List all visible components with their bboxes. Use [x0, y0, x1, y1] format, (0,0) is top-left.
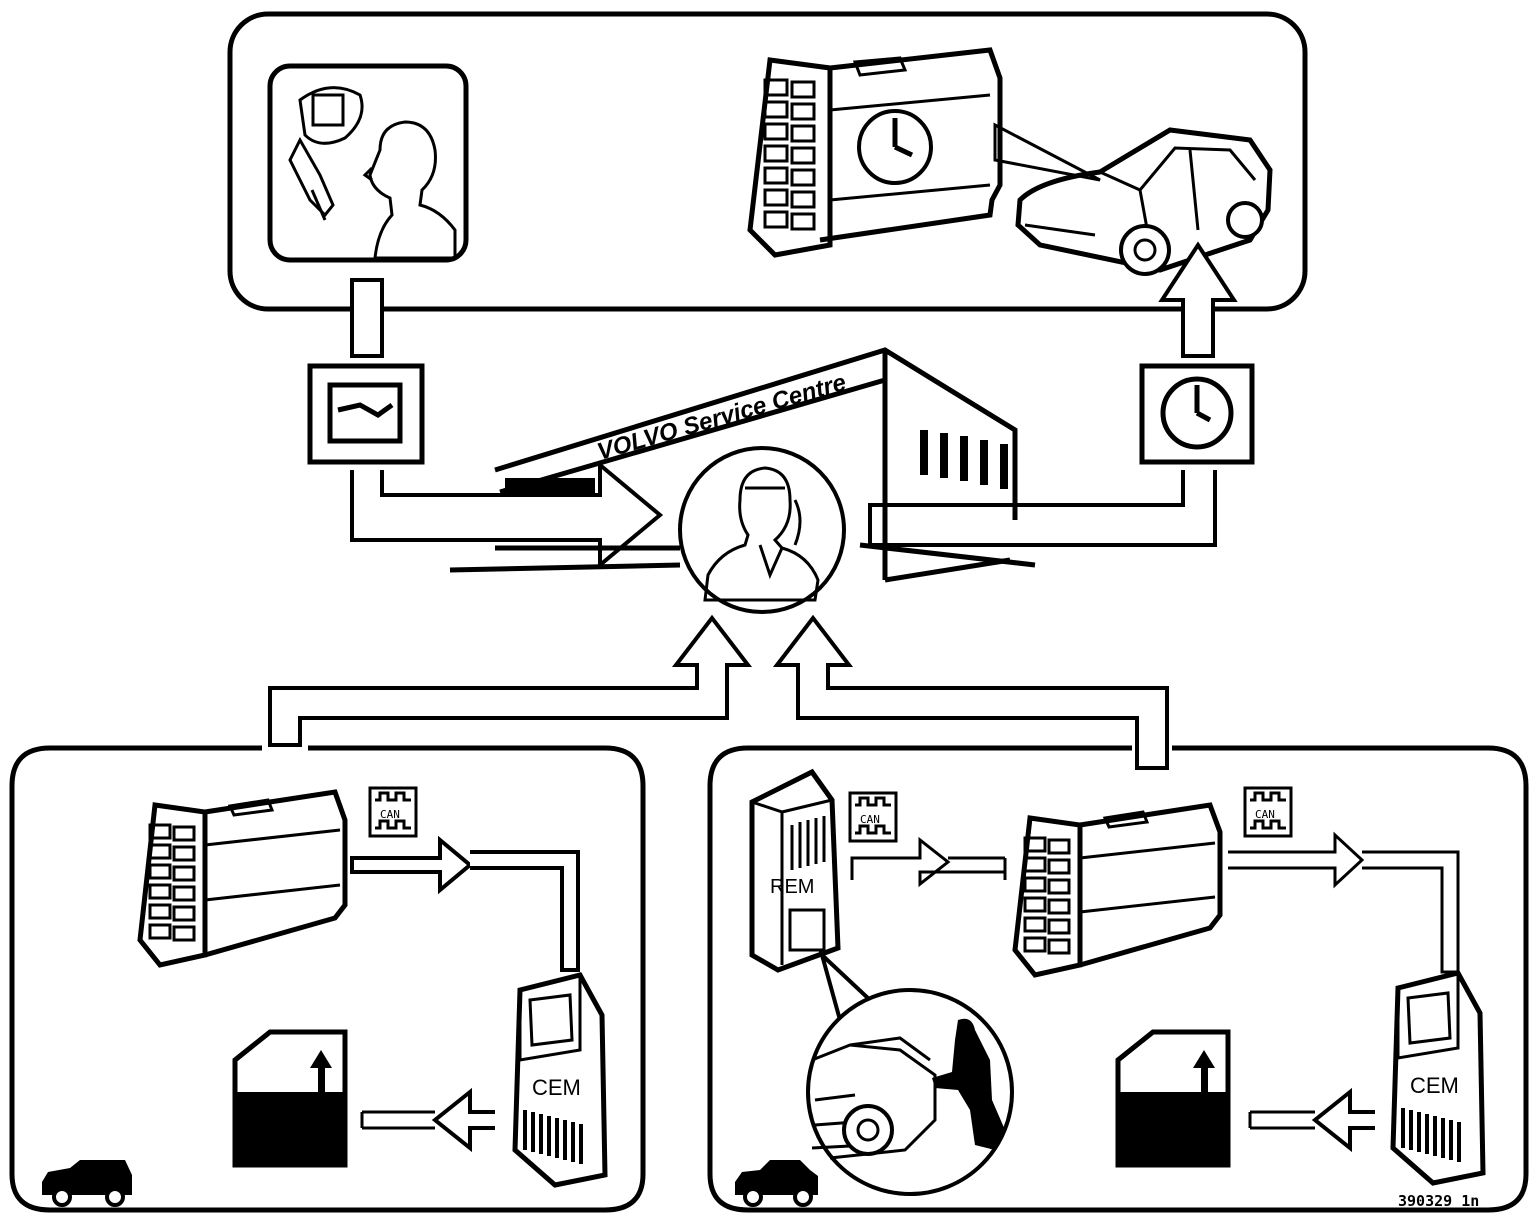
building-sign: VOLVO Service Centre: [594, 369, 849, 466]
key-box: [307, 363, 425, 465]
left-cem-module: CEM: [512, 972, 608, 1188]
left-panel-frame: [9, 745, 646, 1213]
svg-text:CAN: CAN: [860, 813, 880, 826]
rem-module: REM: [749, 768, 841, 973]
owner-with-key-picture: [267, 63, 469, 263]
svg-text:CAN: CAN: [1255, 808, 1275, 821]
module-with-clock: [747, 47, 1003, 258]
left-vehicle-icon: [42, 1160, 132, 1207]
left-window-icon: [232, 1029, 348, 1168]
can-bus-icon-right-1: CAN: [848, 791, 898, 843]
right-cem-module: CEM: [1390, 970, 1486, 1186]
estate-car: [1015, 127, 1273, 276]
right-cem-label: CEM: [1410, 1073, 1459, 1098]
left-up-arrow: [268, 614, 753, 747]
right-panel-frame: [707, 745, 1529, 1213]
trunk-scene-callout: [806, 948, 1014, 1196]
right-window-icon: [1115, 1029, 1231, 1168]
receptionist-icon: [678, 446, 846, 614]
right-up-arrow: [772, 614, 1169, 770]
can-bus-icon-right-2: CAN: [1243, 786, 1293, 838]
svg-text:CAN: CAN: [380, 808, 400, 821]
right-module: [1012, 802, 1223, 978]
figure-id: 390329 1n: [1398, 1192, 1479, 1210]
clock-box: [1139, 363, 1255, 465]
rem-label: REM: [770, 876, 814, 898]
top-panel-frame: [227, 11, 1308, 312]
right-vehicle-icon: [735, 1160, 818, 1207]
can-bus-icon-left: CAN: [368, 786, 418, 838]
left-cem-label: CEM: [532, 1075, 581, 1100]
left-module: [137, 789, 348, 968]
